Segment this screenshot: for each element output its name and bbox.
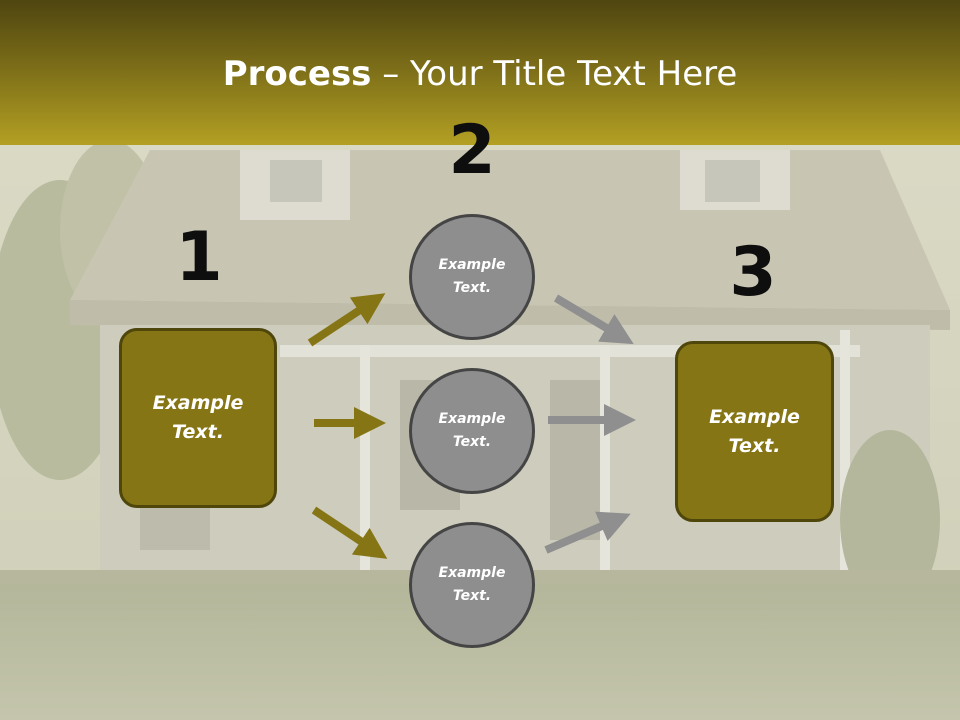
slide-title: Process – Your Title Text Here [0,52,960,96]
title-rest: – Your Title Text Here [371,54,738,94]
circle-middle-label: Example Text. [438,411,506,450]
title-bold: Process [222,54,372,94]
step-box-1: Example Text. [119,328,277,508]
step-box-3-label: Example Text. [709,405,800,457]
step-box-3: Example Text. [675,341,834,522]
title-bar [0,0,960,145]
step-box-1-label: Example Text. [152,392,244,443]
circle-top: Example Text. [409,214,535,340]
circle-bottom: Example Text. [409,522,535,648]
step-number-3: 3 [729,233,777,312]
circle-bottom-label: Example Text. [438,565,506,604]
circle-middle: Example Text. [409,368,535,494]
step-number-2: 2 [448,111,496,190]
circle-top-label: Example Text. [438,257,506,296]
step-number-1: 1 [175,218,223,297]
